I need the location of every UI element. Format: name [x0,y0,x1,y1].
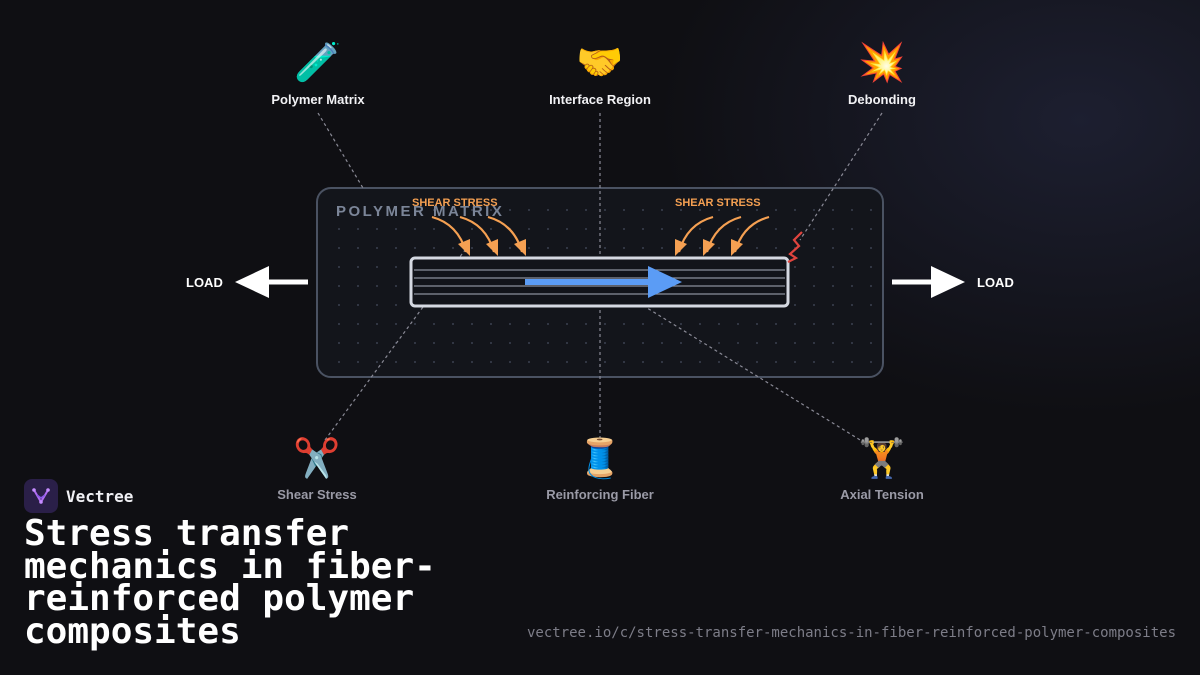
connector-lines [317,112,883,444]
node-label-debonding: Debonding [848,92,916,107]
page-title: Stress transfer mechanics in fiber-reinf… [24,513,436,652]
source-url: vectree.io/c/stress-transfer-mechanics-i… [526,625,1176,641]
shear-arrowheads-right [675,239,743,256]
fiber-tension-arrow [525,266,682,298]
handshake-icon: 🤝 [576,40,624,84]
vectree-logo-icon [24,479,58,513]
node-label-interface-region: Interface Region [549,92,651,107]
node-label-reinforcing-fiber: Reinforcing Fiber [546,487,654,502]
connector-axial-tension [609,284,866,444]
load-label-right: LOAD [977,275,1014,290]
fiber-strands [414,269,785,295]
weightlifter-icon: 🏋️ [858,436,906,480]
debonding-crack [787,231,803,263]
shear-stress-label-right: SHEAR STRESS [675,197,761,209]
test-tube-icon: 🧪 [294,40,342,84]
connector-debonding [799,112,883,241]
node-label-polymer-matrix: Polymer Matrix [271,92,365,107]
matrix-title: POLYMER MATRIX [336,203,505,220]
scissors-icon: ✂️ [293,436,341,480]
load-label-left: LOAD [186,275,223,290]
thread-spool-icon: 🧵 [576,436,624,480]
brand: Vectree [24,479,133,513]
node-label-shear-stress: Shear Stress [277,487,357,502]
shear-stress-label-left: SHEAR STRESS [412,197,498,209]
load-arrow-right [892,266,965,298]
connector-polymer-matrix [317,112,364,189]
node-label-axial-tension: Axial Tension [840,487,924,502]
brand-name: Vectree [66,486,134,506]
shear-arrowheads-left [458,239,526,256]
collision-icon: 💥 [858,40,906,84]
load-arrow-left [235,266,308,298]
